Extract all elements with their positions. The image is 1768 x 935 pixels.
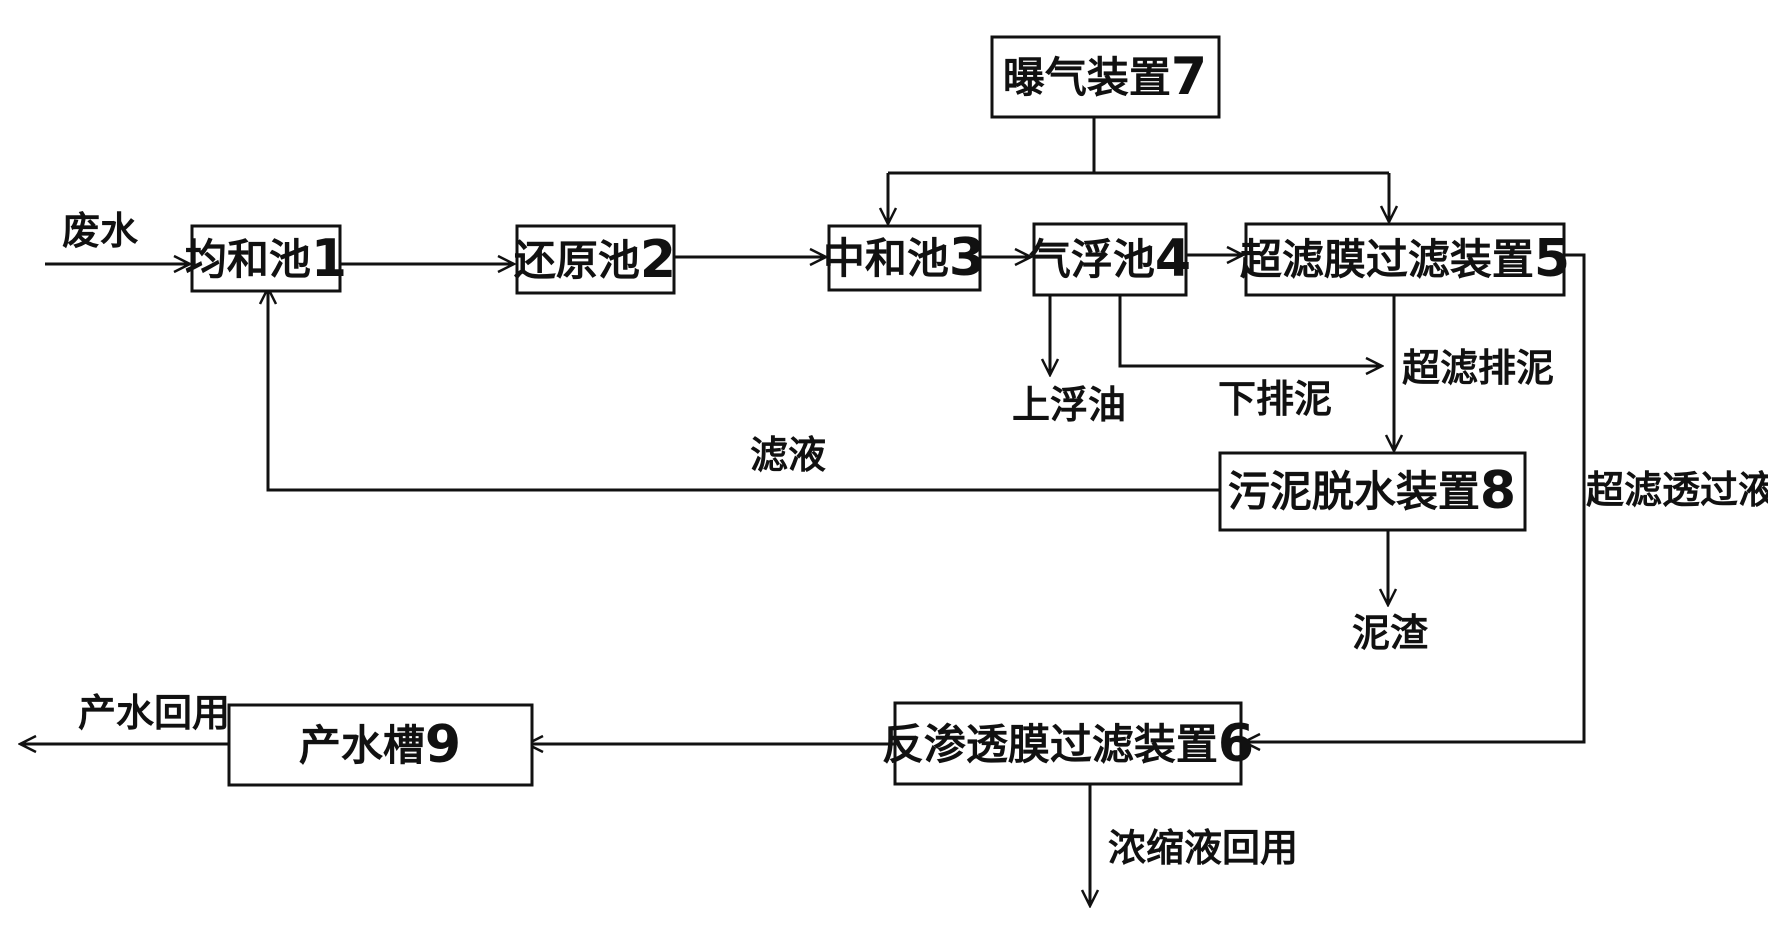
node-ultrafiltration-box (1244, 222, 1566, 297)
connectors (20, 117, 1586, 906)
arrow-uf-permeate-to-ro (1244, 253, 1586, 742)
node-equalization-label: 均和池1 (185, 229, 347, 289)
label-concentrate-reuse: 浓缩液回用 (1108, 826, 1298, 870)
arrow-filtrate-return (268, 288, 1220, 492)
node-dewatering-label: 污泥脱水装置8 (1228, 461, 1516, 521)
node-neutralization-label: 中和池3 (823, 228, 985, 288)
node-reduction: 还原池2 (514, 224, 676, 295)
node-product-tank: 产水槽9 (227, 703, 534, 787)
node-neutralization: 中和池3 (823, 224, 985, 292)
label-uf-sludge: 超滤排泥 (1402, 346, 1554, 390)
node-neutralization-box (827, 224, 982, 292)
node-flotation: 气浮池4 (1029, 222, 1191, 297)
node-reverse-osmosis-label: 反渗透膜过滤装置6 (882, 714, 1254, 774)
node-aeration: 曝气装置7 (990, 35, 1221, 119)
label-bottom-sludge: 下排泥 (1218, 377, 1332, 421)
node-equalization: 均和池1 (185, 224, 347, 293)
label-sludge-residue: 泥渣 (1352, 611, 1429, 655)
label-product-reuse: 产水回用 (78, 691, 230, 735)
label-filtrate: 滤液 (750, 433, 826, 477)
label-uf-permeate: 超滤透过液 (1586, 468, 1768, 512)
node-flotation-label: 气浮池4 (1029, 229, 1191, 289)
node-aeration-box (990, 35, 1221, 119)
node-reduction-label: 还原池2 (514, 230, 676, 290)
node-dewatering-box (1218, 451, 1527, 532)
node-ultrafiltration: 超滤膜过滤装置5 (1240, 222, 1570, 297)
node-equalization-box (190, 224, 342, 293)
label-top-oil: 上浮油 (1012, 383, 1126, 427)
node-ultrafiltration-label: 超滤膜过滤装置5 (1240, 229, 1570, 289)
node-reduction-box (515, 224, 676, 295)
node-aeration-label: 曝气装置7 (1003, 47, 1207, 107)
label-wastewater: 废水 (62, 209, 139, 253)
node-product-tank-label: 产水槽9 (299, 715, 461, 775)
node-flotation-box (1032, 222, 1188, 297)
node-product-tank-box (227, 703, 534, 787)
node-reverse-osmosis: 反渗透膜过滤装置6 (882, 701, 1254, 786)
node-dewatering: 污泥脱水装置8 (1218, 451, 1527, 532)
node-reverse-osmosis-box (893, 701, 1243, 786)
arrow-bottom-sludge (1118, 295, 1382, 366)
